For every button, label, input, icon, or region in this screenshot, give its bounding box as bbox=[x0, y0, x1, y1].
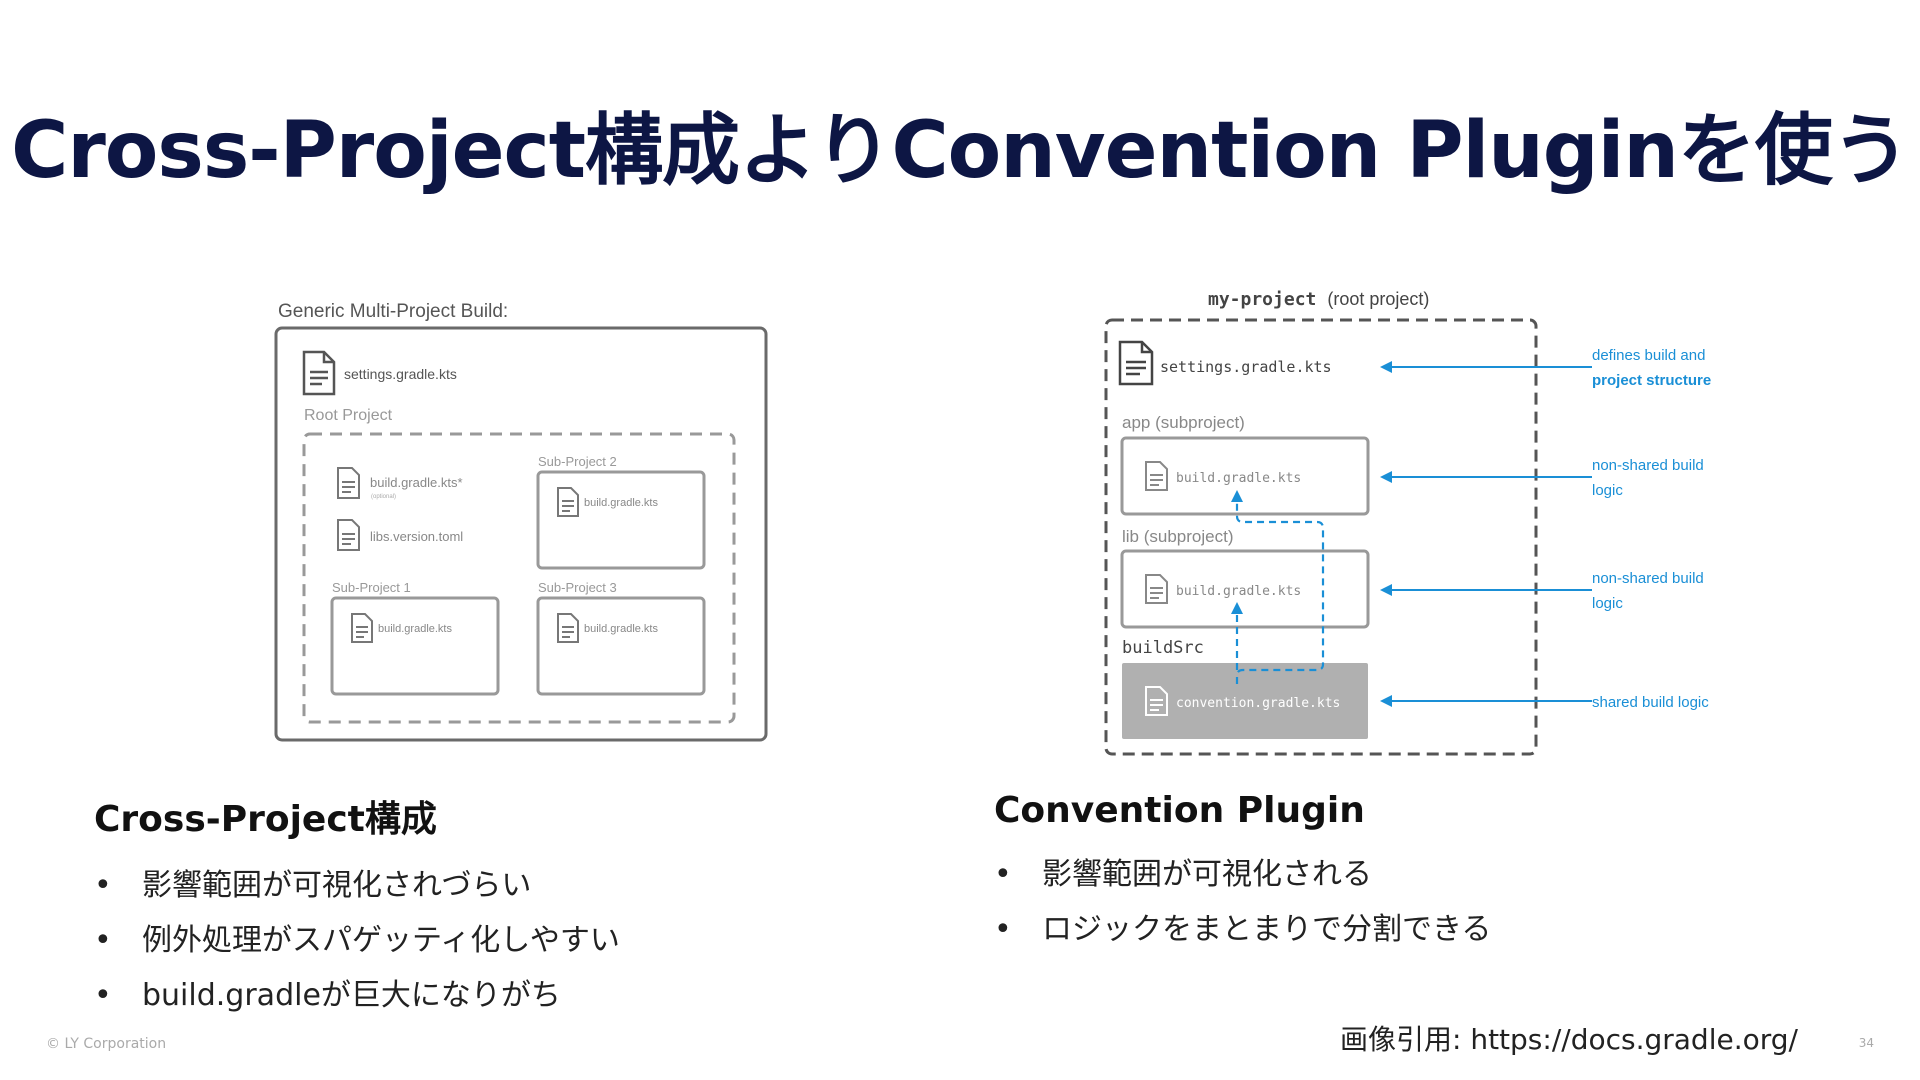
arrowhead-app bbox=[1380, 471, 1392, 483]
app-build-label: build.gradle.kts bbox=[1176, 471, 1301, 486]
note-lib-line1: non-shared build bbox=[1592, 570, 1704, 587]
app-arrowhead bbox=[1231, 490, 1243, 502]
sub1-build-label: build.gradle.kts bbox=[378, 623, 452, 635]
bullet-icon: • bbox=[994, 912, 1012, 947]
left-settings-label: settings.gradle.kts bbox=[344, 366, 457, 382]
sub2-file-icon bbox=[557, 487, 579, 517]
arrowhead-settings bbox=[1380, 361, 1392, 373]
my-project-box bbox=[1104, 318, 1538, 756]
note-buildsrc: shared build logic bbox=[1592, 694, 1709, 711]
sub3-file-icon bbox=[557, 613, 579, 643]
sub-project-2-label: Sub-Project 2 bbox=[538, 454, 617, 469]
convention-plugin-heading: Convention Plugin bbox=[994, 790, 1365, 831]
note-app-line1: non-shared build bbox=[1592, 457, 1704, 474]
sub3-build-label: build.gradle.kts bbox=[584, 623, 658, 635]
lib-arrowhead bbox=[1231, 602, 1243, 614]
root-project-label: Root Project bbox=[304, 407, 393, 424]
buildsrc-label: buildSrc bbox=[1122, 638, 1204, 658]
sub2-build-label: build.gradle.kts bbox=[584, 497, 658, 509]
sub-project-3-box bbox=[536, 596, 706, 696]
sub1-file-icon bbox=[351, 613, 373, 643]
outer-build-box bbox=[274, 326, 768, 742]
root-project-name: my-project bbox=[1208, 289, 1316, 310]
image-credit: 画像引用: https://docs.gradle.org/ bbox=[1340, 1023, 1798, 1056]
app-subproject-label: app (subproject) bbox=[1122, 413, 1245, 432]
list-item: •例外処理がスパゲッティ化しやすい bbox=[94, 913, 894, 968]
root-project-box bbox=[302, 432, 736, 724]
list-item: •build.gradleが巨大になりがち bbox=[94, 968, 894, 1023]
convention-label: convention.gradle.kts bbox=[1176, 696, 1340, 711]
bullet-icon: • bbox=[94, 978, 112, 1013]
multi-project-build-diagram: Generic Multi-Project Build: settings.gr… bbox=[274, 301, 768, 742]
left-diagram-heading: Generic Multi-Project Build: bbox=[278, 301, 508, 322]
slide-title: Cross-Project構成よりConvention Pluginを使う bbox=[11, 106, 1910, 196]
note-app-line2: logic bbox=[1592, 482, 1623, 499]
sub-project-1-box bbox=[330, 596, 500, 696]
convention-plugin-bullets: •影響範囲が可視化される •ロジックをまとまりで分割できる bbox=[994, 847, 1794, 957]
arrowhead-lib bbox=[1380, 584, 1392, 596]
root-build-file-icon bbox=[337, 467, 360, 499]
lib-subproject-box bbox=[1120, 549, 1370, 629]
arrowhead-buildsrc bbox=[1380, 695, 1392, 707]
convention-plugin-column: Convention Plugin •影響範囲が可視化される •ロジックをまとま… bbox=[994, 790, 1794, 957]
right-settings-label: settings.gradle.kts bbox=[1160, 358, 1332, 376]
settings-file-icon bbox=[302, 350, 336, 396]
convention-file-icon bbox=[1145, 686, 1168, 716]
lib-file-icon bbox=[1145, 574, 1168, 604]
bullet-icon: • bbox=[994, 857, 1012, 892]
note-lib-line2: logic bbox=[1592, 595, 1623, 612]
libs-file-label: libs.version.toml bbox=[370, 529, 463, 544]
note-settings-line2: project structure bbox=[1592, 372, 1711, 389]
my-project-title: my-project (root project) bbox=[1208, 289, 1429, 310]
libs-file-icon bbox=[337, 519, 360, 551]
optional-note: (optional) bbox=[371, 494, 396, 500]
note-settings-line1: defines build and bbox=[1592, 347, 1705, 364]
bullet-icon: • bbox=[94, 923, 112, 958]
list-item: •ロジックをまとまりで分割できる bbox=[994, 902, 1794, 957]
lib-subproject-label: lib (subproject) bbox=[1122, 527, 1234, 546]
cross-project-heading: Cross-Project構成 bbox=[94, 799, 437, 840]
sub-project-1-label: Sub-Project 1 bbox=[332, 580, 411, 595]
settings-file-icon bbox=[1118, 340, 1154, 386]
root-build-file-label: build.gradle.kts* bbox=[370, 475, 463, 490]
page-number: 34 bbox=[1858, 1036, 1874, 1050]
convention-to-app-arrow bbox=[1235, 500, 1325, 684]
list-item: •影響範囲が可視化されづらい bbox=[94, 858, 894, 913]
sub-project-2-box bbox=[536, 470, 706, 570]
list-item: •影響範囲が可視化される bbox=[994, 847, 1794, 902]
cross-project-column: Cross-Project構成 •影響範囲が可視化されづらい •例外処理がスパゲ… bbox=[94, 790, 894, 1023]
cross-project-bullets: •影響範囲が可視化されづらい •例外処理がスパゲッティ化しやすい •build.… bbox=[94, 858, 894, 1023]
lib-build-label: build.gradle.kts bbox=[1176, 584, 1301, 599]
convention-plugin-diagram: my-project (root project) settings.gradl… bbox=[1104, 289, 1711, 756]
app-subproject-box bbox=[1120, 436, 1370, 516]
bullet-icon: • bbox=[94, 868, 112, 903]
copyright-footer: © LY Corporation bbox=[46, 1036, 167, 1052]
root-project-suffix: (root project) bbox=[1327, 289, 1429, 309]
sub-project-3-label: Sub-Project 3 bbox=[538, 580, 617, 595]
buildsrc-box bbox=[1122, 663, 1368, 739]
app-file-icon bbox=[1145, 461, 1168, 491]
